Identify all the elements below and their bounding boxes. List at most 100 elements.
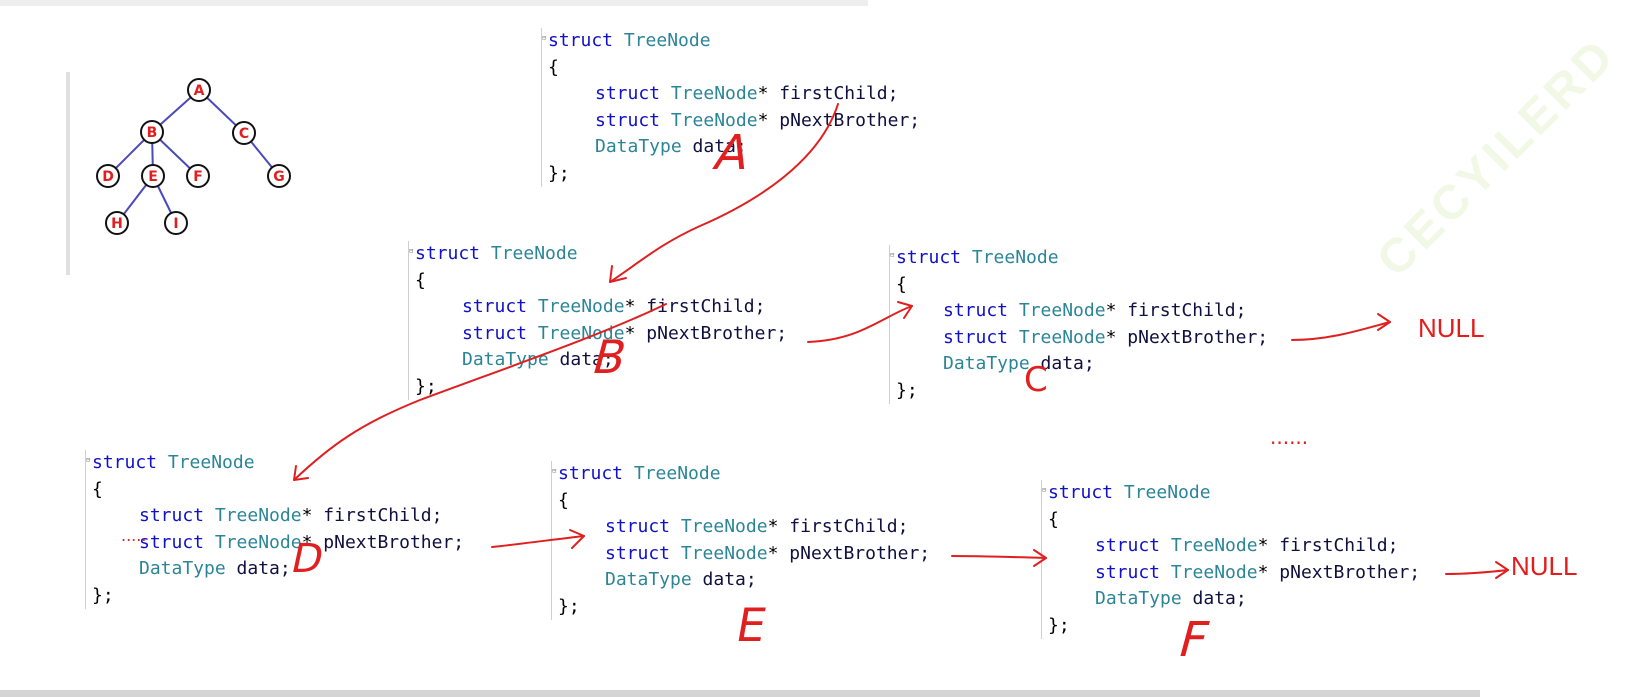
fold-marker: ⊟ bbox=[86, 456, 91, 464]
arrow-f-to-null bbox=[1445, 569, 1509, 575]
field-name: pNextBrother; bbox=[779, 109, 921, 131]
pointer-star: * bbox=[1105, 326, 1117, 348]
pointer-star: * bbox=[1105, 300, 1117, 321]
field-data: DataType data; bbox=[92, 556, 464, 583]
type-name: TreeNode bbox=[1170, 535, 1258, 556]
keyword-struct: struct bbox=[605, 516, 671, 537]
field-data: DataType data; bbox=[415, 347, 787, 374]
struct-header: ⊟struct TreeNode bbox=[1042, 480, 1420, 507]
field-name: firstChild; bbox=[323, 505, 443, 526]
tree-node-a: A bbox=[187, 78, 211, 102]
field-name: pNextBrother; bbox=[323, 531, 465, 553]
bottom-scrollbar bbox=[0, 690, 1480, 697]
keyword-struct: struct bbox=[139, 531, 205, 553]
type-name: TreeNode bbox=[490, 243, 578, 264]
keyword-struct: struct bbox=[558, 463, 624, 484]
type-name: DataType bbox=[605, 569, 692, 590]
fold-marker: ⊟ bbox=[409, 247, 414, 255]
field-data: DataType data; bbox=[1048, 586, 1420, 613]
code-block-c: ⊟struct TreeNode{struct TreeNode* firstC… bbox=[889, 245, 1268, 404]
keyword-struct: struct bbox=[595, 109, 661, 131]
arrow-a-to-b bbox=[609, 103, 839, 283]
type-name: DataType bbox=[595, 136, 682, 157]
svg-text:E: E bbox=[148, 169, 158, 185]
null-label-c: NULL bbox=[1418, 313, 1485, 343]
tree-node-b: B bbox=[140, 120, 164, 144]
field-first-child: struct TreeNode* firstChild; bbox=[896, 298, 1268, 325]
type-name: TreeNode bbox=[1123, 482, 1211, 503]
arrow-e-to-f bbox=[951, 555, 1047, 559]
field-name: pNextBrother; bbox=[646, 322, 788, 344]
svg-text:C: C bbox=[239, 126, 249, 142]
type-name: TreeNode bbox=[167, 452, 255, 473]
close-brace: }; bbox=[415, 375, 437, 397]
tree-node-e: E bbox=[141, 164, 165, 188]
field-name: firstChild; bbox=[1127, 300, 1247, 321]
pointer-star: * bbox=[301, 531, 313, 553]
struct-header: ⊟struct TreeNode bbox=[552, 461, 930, 488]
close-brace: }; bbox=[92, 584, 114, 606]
field-next-brother: struct TreeNode* pNextBrother; bbox=[415, 321, 787, 348]
keyword-struct: struct bbox=[943, 300, 1009, 321]
field-name: data; bbox=[1040, 353, 1095, 374]
tree-diagram: AB C D E F G H I bbox=[96, 78, 291, 235]
tree-node-d: D bbox=[96, 164, 120, 188]
type-name: TreeNode bbox=[214, 531, 302, 553]
close-brace: }; bbox=[548, 162, 570, 184]
fold-marker: ⊟ bbox=[890, 251, 895, 259]
field-first-child: struct TreeNode* firstChild; bbox=[558, 514, 930, 541]
field-data: DataType data; bbox=[548, 134, 920, 161]
type-name: TreeNode bbox=[670, 109, 758, 131]
handwritten-label-c: C bbox=[1024, 360, 1048, 400]
top-scrollbar bbox=[0, 0, 868, 6]
keyword-struct: struct bbox=[943, 326, 1009, 348]
field-name: data; bbox=[702, 569, 757, 590]
keyword-struct: struct bbox=[1095, 535, 1161, 556]
field-name: firstChild; bbox=[1279, 535, 1399, 556]
fold-marker: ⊟ bbox=[542, 34, 547, 42]
svg-text:D: D bbox=[102, 169, 114, 185]
keyword-struct: struct bbox=[595, 83, 661, 104]
pointer-star: * bbox=[1257, 535, 1269, 556]
tree-node-h: H bbox=[105, 211, 129, 235]
open-brace: { bbox=[558, 489, 569, 511]
svg-text:H: H bbox=[111, 216, 123, 232]
keyword-struct: struct bbox=[139, 505, 205, 526]
fold-marker: ⊟ bbox=[552, 467, 557, 475]
keyword-struct: struct bbox=[548, 30, 614, 51]
margin-line bbox=[66, 72, 70, 275]
type-name: TreeNode bbox=[971, 247, 1059, 268]
type-name: DataType bbox=[462, 349, 549, 370]
struct-header: ⊟struct TreeNode bbox=[409, 241, 787, 268]
struct-header: ⊟struct TreeNode bbox=[890, 245, 1268, 272]
open-brace: { bbox=[1048, 508, 1059, 530]
tree-node-g: G bbox=[267, 164, 291, 188]
field-data: DataType data; bbox=[896, 351, 1268, 378]
struct-header: ⊟struct TreeNode bbox=[542, 28, 920, 55]
svg-text:F: F bbox=[193, 169, 203, 185]
field-name: firstChild; bbox=[789, 516, 909, 537]
struct-header: ⊟struct TreeNode bbox=[86, 450, 464, 477]
field-name: data; bbox=[559, 349, 614, 370]
field-name: data; bbox=[236, 558, 291, 579]
pointer-star: * bbox=[1257, 561, 1269, 583]
tree-node-i: I bbox=[164, 211, 188, 235]
type-name: DataType bbox=[1095, 588, 1182, 609]
pointer-star: * bbox=[767, 542, 779, 564]
type-name: TreeNode bbox=[1018, 326, 1106, 348]
code-block-d: ⊟struct TreeNode{struct TreeNode* firstC… bbox=[85, 450, 464, 609]
close-brace: }; bbox=[1048, 614, 1070, 636]
field-name: firstChild; bbox=[646, 296, 766, 317]
svg-text:I: I bbox=[173, 216, 178, 232]
tree-node-f: F bbox=[186, 164, 210, 188]
type-name: TreeNode bbox=[623, 30, 711, 51]
arrow-b-to-c bbox=[807, 305, 913, 343]
field-next-brother: struct TreeNode* pNextBrother; bbox=[92, 530, 464, 557]
keyword-struct: struct bbox=[92, 452, 158, 473]
pointer-star: * bbox=[624, 322, 636, 344]
open-brace: { bbox=[896, 273, 907, 295]
open-brace: { bbox=[548, 56, 559, 78]
field-name: pNextBrother; bbox=[1279, 561, 1421, 583]
small-dots-mark: ..... bbox=[121, 526, 147, 545]
